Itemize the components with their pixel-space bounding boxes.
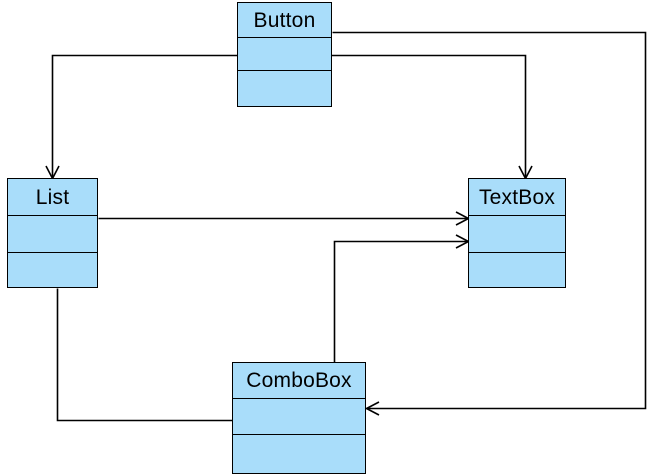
uml-class-operations-compartment bbox=[238, 71, 331, 106]
uml-class-operations-compartment bbox=[233, 435, 365, 473]
uml-class-title: TextBox bbox=[478, 185, 556, 209]
uml-class-name-compartment: List bbox=[8, 179, 97, 216]
uml-class-combobox[interactable]: ComboBox bbox=[232, 362, 366, 474]
uml-class-list[interactable]: List bbox=[7, 178, 98, 288]
uml-class-title: ComboBox bbox=[246, 369, 352, 392]
uml-class-title: Button bbox=[253, 8, 316, 32]
edge-button-to-combobox[interactable] bbox=[332, 31, 647, 416]
uml-class-attributes-compartment bbox=[469, 216, 565, 253]
uml-class-title: List bbox=[35, 185, 70, 209]
uml-class-name-compartment: TextBox bbox=[469, 179, 565, 216]
uml-class-textbox[interactable]: TextBox bbox=[468, 178, 566, 288]
uml-class-name-compartment: Button bbox=[238, 3, 331, 38]
arrowhead-icon bbox=[364, 401, 380, 416]
uml-class-operations-compartment bbox=[8, 253, 97, 287]
edge-combobox-to-textbox[interactable] bbox=[333, 234, 471, 363]
uml-class-attributes-compartment bbox=[238, 38, 331, 71]
edge-list-to-textbox[interactable] bbox=[98, 211, 471, 226]
edge-button-to-textbox[interactable] bbox=[332, 54, 533, 181]
uml-class-attributes-compartment bbox=[233, 399, 365, 435]
edge-list-to-combobox[interactable] bbox=[56, 288, 233, 422]
uml-class-operations-compartment bbox=[469, 253, 565, 287]
uml-class-name-compartment: ComboBox bbox=[233, 363, 365, 399]
uml-class-button[interactable]: Button bbox=[237, 2, 332, 107]
uml-class-attributes-compartment bbox=[8, 216, 97, 253]
